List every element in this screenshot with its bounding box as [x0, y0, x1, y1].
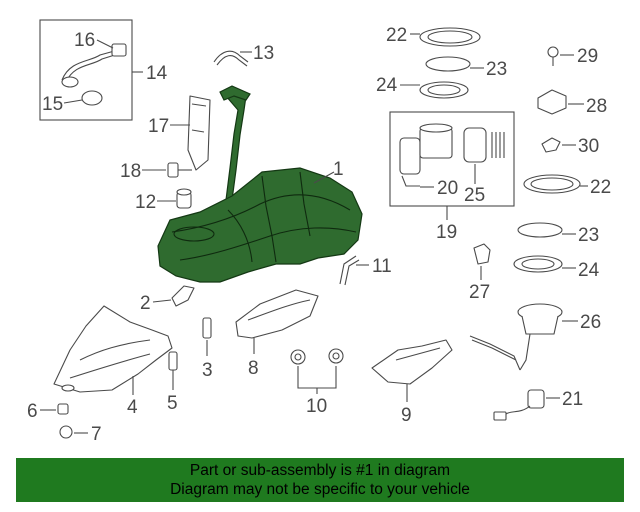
callout-23-top: 23 — [486, 59, 507, 80]
callout-30: 30 — [578, 136, 599, 157]
nut-10-left-part — [290, 349, 306, 365]
callout-27: 27 — [469, 282, 490, 303]
callout-2: 2 — [140, 293, 151, 314]
callout-10: 10 — [306, 396, 327, 417]
callout-24-top: 24 — [376, 75, 398, 96]
callout-14: 14 — [146, 63, 168, 84]
fuel-sender-wire-part — [61, 43, 127, 106]
callout-5: 5 — [167, 393, 178, 414]
callout-3: 3 — [202, 360, 213, 381]
callout-15: 15 — [42, 94, 63, 115]
callout-20: 20 — [437, 178, 458, 199]
diagram-note-banner: Part or sub-assembly is #1 in diagram Di… — [16, 458, 624, 502]
vent-pipe-11-part — [339, 255, 360, 286]
grommet-12-part — [176, 188, 192, 209]
callout-9: 9 — [401, 405, 412, 426]
shield-8-part — [235, 289, 319, 339]
callout-1: 1 — [333, 159, 344, 180]
callout-17: 17 — [148, 116, 169, 137]
callout-21: 21 — [562, 389, 583, 410]
callout-26: 26 — [580, 312, 601, 333]
banner-line-2: Diagram may not be specific to your vehi… — [170, 481, 470, 498]
filler-bracket-part — [187, 95, 211, 171]
vent-hose-part — [213, 50, 249, 67]
clip-30-part — [541, 137, 561, 153]
callout-8: 8 — [248, 358, 259, 379]
sender-unit-26-part — [469, 303, 563, 371]
lock-ring-22-lower-part — [523, 174, 581, 194]
seal-23-lower-part — [517, 222, 563, 238]
control-module-28-part — [537, 89, 567, 115]
callout-11: 11 — [372, 256, 392, 277]
lock-ring-22-top-part — [419, 27, 481, 47]
callout-18: 18 — [120, 161, 141, 182]
bolt-5-part — [168, 351, 178, 380]
seal-23-top-part — [425, 56, 471, 72]
callout-29: 29 — [577, 46, 598, 67]
clip-27-part — [473, 243, 491, 265]
callout-16: 16 — [74, 30, 95, 51]
callout-28: 28 — [586, 96, 607, 117]
callout-7: 7 — [91, 424, 102, 445]
sensor-21-part — [493, 389, 545, 421]
callout-13: 13 — [253, 43, 274, 64]
callout-22-top: 22 — [386, 25, 407, 46]
ring-24-top-part — [419, 81, 469, 99]
screw-29-part — [547, 46, 559, 66]
callout-12: 12 — [135, 192, 156, 213]
fuel-pump-20-part — [399, 123, 453, 187]
shield-9-part — [371, 339, 453, 385]
callout-6: 6 — [27, 401, 38, 422]
bolt-18-part — [167, 162, 192, 178]
nut-6-part — [57, 403, 69, 415]
ring-24-lower-part — [513, 255, 563, 273]
nut-7-part — [59, 425, 73, 439]
fuel-tank-part[interactable] — [157, 85, 363, 283]
callout-19: 19 — [436, 222, 457, 243]
callout-4: 4 — [127, 397, 138, 418]
fuel-filter-25-part — [463, 127, 505, 163]
callout-23-lower: 23 — [578, 225, 599, 246]
banner-line-1: Part or sub-assembly is #1 in diagram — [189, 462, 451, 479]
heat-shield-4-part — [53, 305, 173, 393]
strap-bracket-2-part — [171, 285, 195, 307]
callout-25: 25 — [464, 185, 485, 206]
bolt-3-part — [202, 317, 212, 339]
callout-24-lower: 24 — [578, 260, 600, 281]
nut-10-right-part — [328, 348, 344, 364]
callout-22-lower: 22 — [590, 177, 611, 198]
